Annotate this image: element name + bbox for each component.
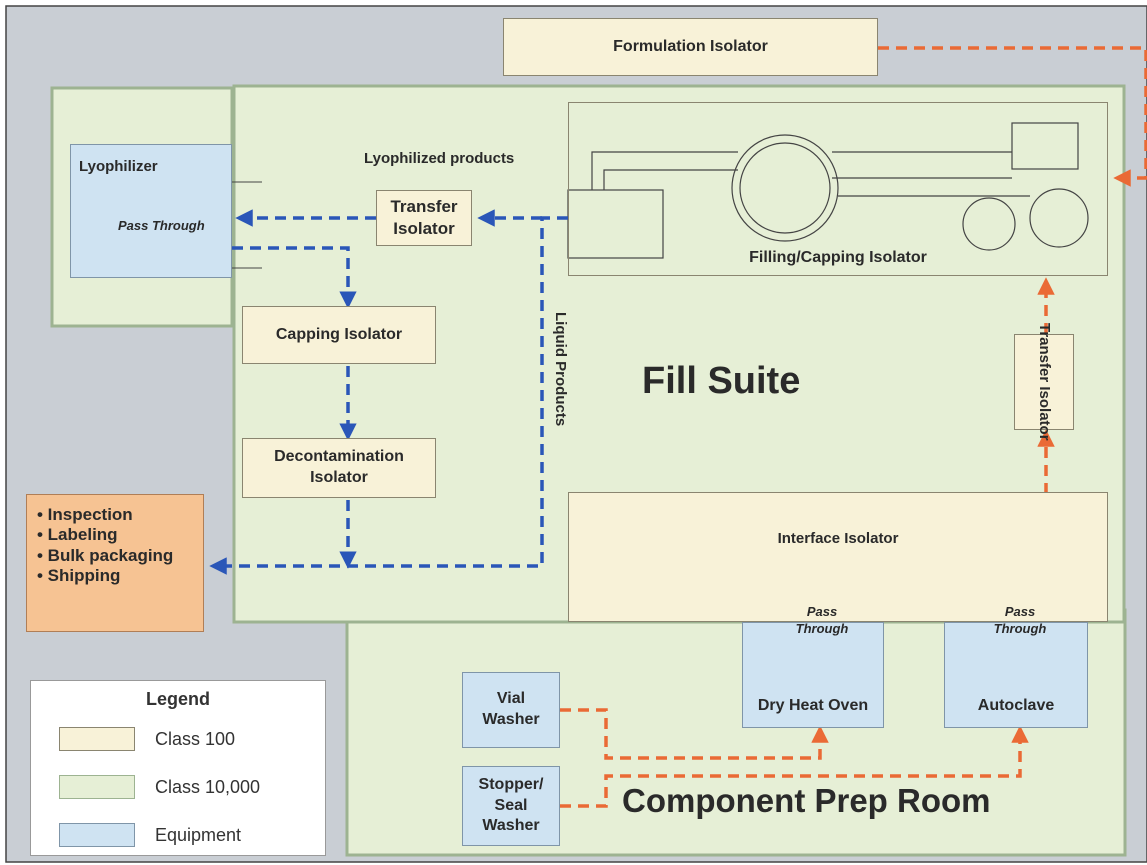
vial-washer-line: [560, 708, 829, 760]
lyophilizer-label: Lyophilizer: [79, 158, 158, 175]
product-flow-lines: [209, 209, 568, 575]
stopper-seal-washer-label: Stopper/ Seal Washer: [478, 775, 544, 835]
oven-pass-through-label: Pass Through: [795, 604, 849, 636]
legend-label-class-10000: Class 10,000: [155, 776, 261, 797]
legend-swatch-class-10000: [59, 775, 135, 799]
lyo-to-capping-line: [232, 246, 357, 309]
legend-label-class-100: Class 100: [155, 728, 236, 749]
legend-title: Legend: [145, 689, 210, 709]
transfer-isolator-right-label: Transfer Isolator: [1035, 323, 1053, 441]
liquid-products-label: Liquid Products: [552, 312, 569, 427]
legend-row-equipment: Equipment: [59, 823, 241, 847]
vial-washer-label: Vial Washer: [482, 690, 540, 728]
lyophilizer-pass-through-label: Pass Through: [118, 218, 205, 233]
stopper-washer-line: [560, 725, 1029, 808]
output-item-bulk-packaging: • Bulk packaging: [37, 545, 174, 565]
autoclave-label: Autoclave: [977, 697, 1055, 715]
transfer-isolator-top: Transfer Isolator: [376, 190, 472, 246]
autoclave: Autoclave: [944, 622, 1088, 728]
stopper-seal-washer: Stopper/ Seal Washer: [462, 766, 560, 846]
transfer-isolator-right: Transfer Isolator: [1014, 323, 1074, 441]
capping-isolator: Capping Isolator: [242, 306, 436, 364]
fill-suite-title: Fill Suite: [642, 360, 801, 402]
legend: Legend Class 100 Class 10,000 Equipment: [30, 680, 326, 856]
output-steps-box: • Inspection • Labeling • Bulk packaging…: [26, 494, 204, 632]
autoclave-pass-through-label: Pass Through: [993, 604, 1047, 636]
legend-swatch-equipment: [59, 823, 135, 847]
capping-isolator-label: Capping Isolator: [275, 325, 403, 343]
lyophilizer: Lyophilizer: [70, 144, 232, 278]
formulation-line: [878, 46, 1147, 187]
formulation-isolator: Formulation Isolator: [503, 18, 878, 76]
decontamination-isolator: Decontamination Isolator: [242, 438, 436, 498]
vial-washer: Vial Washer: [462, 672, 560, 748]
output-item-inspection: • Inspection: [37, 505, 133, 524]
filling-capping-isolator-label: Filling/Capping Isolator: [749, 249, 927, 267]
transfer-isolator-top-label: Transfer Isolator: [390, 196, 458, 238]
dry-heat-oven-label: Dry Heat Oven: [757, 697, 869, 715]
dry-heat-oven: Dry Heat Oven: [742, 622, 884, 728]
legend-label-equipment: Equipment: [155, 824, 242, 845]
interface-isolator: Interface Isolator: [568, 492, 1108, 622]
lyophilized-products-label: Lyophilized products: [364, 150, 515, 167]
component-flow-lines: [560, 46, 1147, 808]
legend-row-class-100: Class 100: [59, 727, 235, 751]
filling-machine-drawing: [567, 122, 1089, 259]
decontamination-isolator-label: Decontamination Isolator: [274, 448, 404, 486]
component-prep-room-title: Component Prep Room: [622, 782, 991, 819]
formulation-isolator-label: Formulation Isolator: [613, 37, 768, 55]
output-item-shipping: • Shipping: [37, 566, 121, 586]
filling-capping-isolator: Filling/Capping Isolator: [568, 102, 1108, 276]
output-item-labeling: • Labeling: [37, 525, 118, 545]
liquid-product-line: [209, 216, 568, 575]
interface-isolator-label: Interface Isolator: [777, 530, 899, 547]
legend-swatch-class-100: [59, 727, 135, 751]
legend-row-class-10000: Class 10,000: [59, 775, 260, 799]
